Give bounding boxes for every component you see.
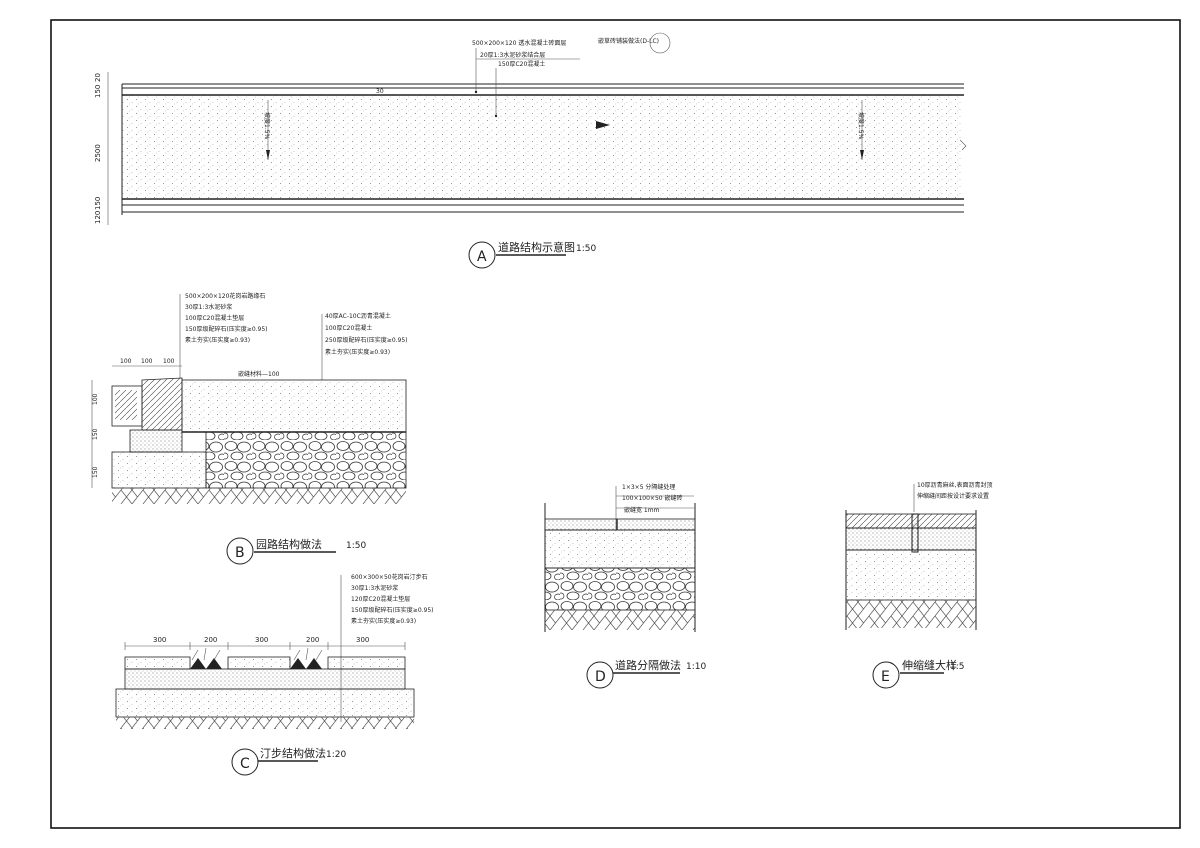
b-dim-top: 100: [141, 358, 153, 365]
b-note-left: 150厚级配碎石(压实度≥0.95): [185, 325, 268, 333]
detail-a-marker: [468, 241, 496, 269]
detail-e-scale: 1:5: [950, 662, 964, 672]
a-dim-left: 20: [94, 73, 102, 82]
b-note-right: 素土夯实(压实度≥0.93): [325, 348, 390, 356]
detail-e-marker: [872, 661, 900, 689]
c-note: 素土夯实(压实度≥0.93): [351, 617, 416, 625]
a-slope-label: 坡度1.5%: [263, 112, 271, 140]
b-note-right: 40厚AC-10C沥青混凝土: [325, 312, 391, 320]
a-dim-left: 150: [94, 197, 102, 210]
c-note: 150厚级配碎石(压实度≥0.95): [351, 606, 434, 614]
detail-e-letter: E: [881, 669, 890, 685]
c-dim-top: 200: [306, 636, 319, 644]
b-dim-top: 100: [163, 358, 175, 365]
detail-a-letter: A: [477, 249, 487, 265]
e-note: 伸缩缝间距按设计要求设置: [917, 492, 989, 500]
a-label-center: 30: [376, 88, 384, 95]
detail-d-letter: D: [595, 669, 606, 685]
b-note-left: 30厚1:3水泥砂浆: [185, 303, 232, 311]
c-note: 600×300×50花岗岩汀步石: [351, 573, 428, 581]
detail-d-marker: [586, 661, 614, 689]
detail-a-scale: 1:50: [576, 244, 596, 254]
detail-d: 1×3×5 分隔缝处理 100×100×50 嵌缝砖 嵌缝宽 1mm D 道路分…: [544, 483, 706, 689]
b-note-left: 500×200×120花岗岩路缘石: [185, 292, 265, 300]
c-dim-top: 300: [255, 636, 268, 644]
a-note: 500×200×120 透水混凝土砖面层: [472, 39, 566, 47]
c-dim-top: 300: [153, 636, 166, 644]
a-note: 150厚C20混凝土: [498, 60, 545, 68]
detail-e-title: 伸缩缝大样: [902, 658, 957, 672]
b-dim-left: 100: [92, 393, 99, 405]
a-dim-left: 150: [94, 85, 102, 98]
c-dim-top: 200: [204, 636, 217, 644]
detail-b-letter: B: [235, 545, 245, 561]
detail-d-scale: 1:10: [686, 662, 706, 672]
c-note: 120厚C20混凝土垫层: [351, 595, 410, 603]
detail-c-marker: [231, 748, 259, 776]
a-note: 20厚1:3水泥砂浆结合层: [480, 51, 545, 59]
a-side-note: 嵌草砖铺装做法(D-LC): [598, 37, 659, 45]
detail-b-marker: [226, 537, 254, 565]
detail-d-title: 道路分隔做法: [615, 658, 681, 672]
detail-c-title: 汀步结构做法: [260, 746, 326, 760]
b-dim-left: 150: [92, 428, 99, 440]
c-note: 30厚1:3水泥砂浆: [351, 584, 398, 592]
b-note-left: 素土夯实(压实度≥0.93): [185, 336, 250, 344]
e-note: 10厚沥青麻丝,表面沥青封顶: [917, 481, 993, 489]
b-dim-left: 150: [92, 466, 99, 478]
sheet-frame: [50, 19, 1181, 829]
detail-c: 600×300×50花岗岩汀步石 30厚1:3水泥砂浆 120厚C20混凝土垫层…: [115, 573, 434, 776]
detail-b-title: 园路结构做法: [256, 537, 322, 551]
b-callout: 嵌缝材料—100: [238, 370, 280, 378]
detail-e: 10厚沥青麻丝,表面沥青封顶 伸缩缝间距按设计要求设置 E 伸缩缝大样 1:5: [845, 481, 993, 689]
b-dim-top: 100: [120, 358, 132, 365]
detail-a: 20 150 2500 150 120 30 500×200×120 透水混凝土…: [94, 32, 967, 269]
detail-c-letter: C: [240, 756, 250, 772]
detail-a-title: 道路结构示意图: [498, 240, 575, 254]
b-note-left: 100厚C20混凝土垫层: [185, 314, 244, 322]
d-note: 100×100×50 嵌缝砖: [622, 494, 683, 502]
b-note-right: 100厚C20混凝土: [325, 324, 372, 332]
a-dim-left: 120: [94, 211, 102, 224]
c-dim-top: 300: [356, 636, 369, 644]
d-note: 嵌缝宽 1mm: [624, 506, 660, 514]
detail-b-scale: 1:50: [346, 541, 366, 551]
detail-c-scale: 1:20: [326, 750, 346, 760]
a-dim-left: 2500: [94, 144, 102, 162]
b-note-right: 250厚级配碎石(压实度≥0.95): [325, 336, 408, 344]
detail-b: 500×200×120花岗岩路缘石 30厚1:3水泥砂浆 100厚C20混凝土垫…: [91, 292, 408, 565]
a-slope-label: 坡度1.5%: [857, 112, 865, 140]
d-note: 1×3×5 分隔缝处理: [622, 483, 675, 491]
